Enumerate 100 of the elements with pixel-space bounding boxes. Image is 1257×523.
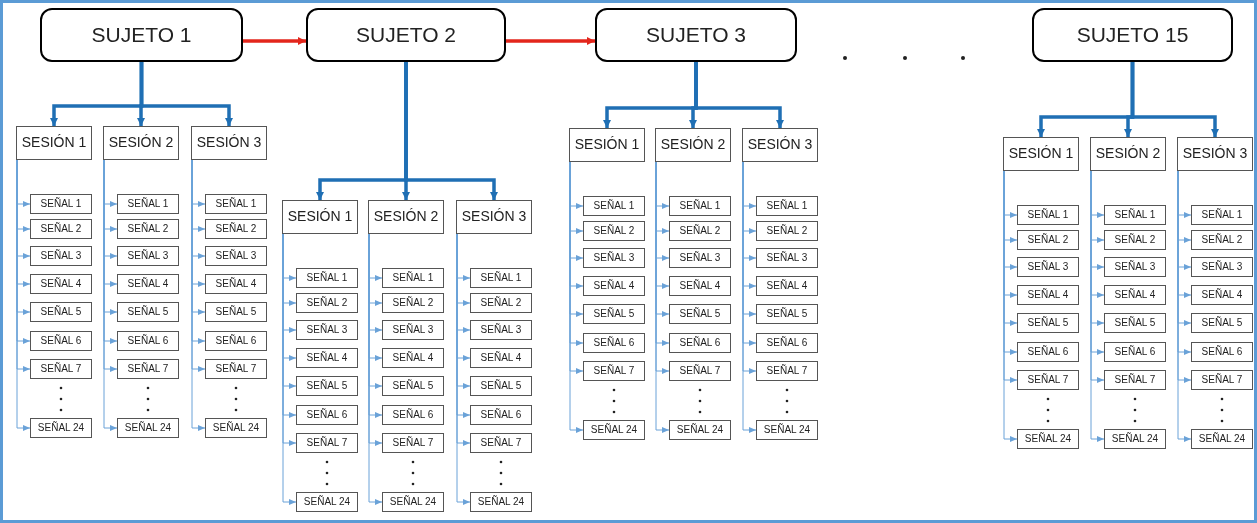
connector-arrow <box>694 62 784 128</box>
signal-box: SEÑAL 1 <box>30 194 92 214</box>
signal-box: SEÑAL 5 <box>1017 313 1079 333</box>
signal-box: SEÑAL 2 <box>470 293 532 313</box>
signal-box: SEÑAL 2 <box>30 219 92 239</box>
signal-box: SEÑAL 3 <box>382 320 444 340</box>
signal-box: SEÑAL 5 <box>382 376 444 396</box>
signal-box: SEÑAL 3 <box>669 248 731 268</box>
session-box: SESIÓN 3 <box>1177 137 1253 171</box>
session-box: SESIÓN 2 <box>1090 137 1166 171</box>
signal-box: SEÑAL 24 <box>296 492 358 512</box>
session-box: SESIÓN 2 <box>655 128 731 162</box>
signal-box: SEÑAL 7 <box>583 361 645 381</box>
signal-box: SEÑAL 24 <box>117 418 179 438</box>
signal-box: SEÑAL 4 <box>756 276 818 296</box>
subject-box: SUJETO 2 <box>306 8 506 62</box>
signal-box: SEÑAL 6 <box>470 405 532 425</box>
connector-arrow <box>243 37 306 45</box>
signal-box: SEÑAL 1 <box>117 194 179 214</box>
connector-arrow <box>103 159 118 431</box>
signal-box: SEÑAL 4 <box>296 348 358 368</box>
signal-box: SEÑAL 1 <box>583 196 645 216</box>
connector-arrow <box>191 159 206 431</box>
signal-box: SEÑAL 7 <box>30 359 92 379</box>
signal-box: SEÑAL 5 <box>1191 313 1253 333</box>
signal-box: SEÑAL 6 <box>669 333 731 353</box>
signal-box: SEÑAL 7 <box>117 359 179 379</box>
signal-box: SEÑAL 4 <box>382 348 444 368</box>
signal-box: SEÑAL 5 <box>669 304 731 324</box>
session-box: SESIÓN 3 <box>191 126 267 160</box>
signal-box: SEÑAL 7 <box>1104 370 1166 390</box>
signal-box: SEÑAL 24 <box>30 418 92 438</box>
session-box: SESIÓN 3 <box>742 128 818 162</box>
signal-box: SEÑAL 6 <box>1191 342 1253 362</box>
signal-box: SEÑAL 3 <box>470 320 532 340</box>
signal-box: SEÑAL 3 <box>756 248 818 268</box>
signal-box: SEÑAL 24 <box>669 420 731 440</box>
signal-box: SEÑAL 2 <box>1191 230 1253 250</box>
signal-box: SEÑAL 4 <box>30 274 92 294</box>
signal-box: SEÑAL 1 <box>1104 205 1166 225</box>
signal-box: SEÑAL 6 <box>205 331 267 351</box>
signal-box: SEÑAL 3 <box>583 248 645 268</box>
connector-arrow <box>139 62 233 126</box>
signal-box: SEÑAL 24 <box>1104 429 1166 449</box>
signal-box: SEÑAL 24 <box>583 420 645 440</box>
signal-box: SEÑAL 7 <box>296 433 358 453</box>
connector-arrow <box>16 159 31 431</box>
connector-arrow <box>506 37 595 45</box>
signal-box: SEÑAL 7 <box>756 361 818 381</box>
signal-box: SEÑAL 6 <box>1017 342 1079 362</box>
signal-box: SEÑAL 1 <box>382 268 444 288</box>
signal-box: SEÑAL 5 <box>756 304 818 324</box>
session-box: SESIÓN 1 <box>569 128 645 162</box>
signal-box: SEÑAL 4 <box>583 276 645 296</box>
signal-box: SEÑAL 7 <box>669 361 731 381</box>
connector-arrow <box>282 233 297 505</box>
signal-box: SEÑAL 1 <box>470 268 532 288</box>
session-box: SESIÓN 2 <box>103 126 179 160</box>
signal-box: SEÑAL 4 <box>117 274 179 294</box>
signal-box: SEÑAL 6 <box>583 333 645 353</box>
signal-box: SEÑAL 6 <box>382 405 444 425</box>
connector-arrow <box>1003 170 1018 442</box>
connector-arrow <box>456 233 471 505</box>
signal-box: SEÑAL 3 <box>117 246 179 266</box>
signal-box: SEÑAL 2 <box>1017 230 1079 250</box>
signal-box: SEÑAL 5 <box>296 376 358 396</box>
signal-box: SEÑAL 3 <box>30 246 92 266</box>
signal-box: SEÑAL 4 <box>1017 285 1079 305</box>
signal-box: SEÑAL 5 <box>583 304 645 324</box>
signal-box: SEÑAL 1 <box>669 196 731 216</box>
signal-box: SEÑAL 7 <box>205 359 267 379</box>
session-box: SESIÓN 3 <box>456 200 532 234</box>
signal-box: SEÑAL 24 <box>756 420 818 440</box>
signal-box: SEÑAL 4 <box>470 348 532 368</box>
signal-box: SEÑAL 5 <box>117 302 179 322</box>
signal-box: SEÑAL 6 <box>1104 342 1166 362</box>
signal-box: SEÑAL 24 <box>382 492 444 512</box>
signal-box: SEÑAL 1 <box>756 196 818 216</box>
connector-arrow <box>1130 62 1219 137</box>
connector-arrow <box>1090 170 1105 442</box>
signal-box: SEÑAL 4 <box>1104 285 1166 305</box>
signal-box: SEÑAL 2 <box>669 221 731 241</box>
signal-box: SEÑAL 6 <box>756 333 818 353</box>
session-box: SESIÓN 1 <box>1003 137 1079 171</box>
signal-box: SEÑAL 1 <box>1191 205 1253 225</box>
signal-box: SEÑAL 4 <box>669 276 731 296</box>
connector-arrow <box>1177 170 1192 442</box>
signal-box: SEÑAL 7 <box>382 433 444 453</box>
subject-box: SUJETO 3 <box>595 8 797 62</box>
signal-box: SEÑAL 24 <box>1191 429 1253 449</box>
signal-box: SEÑAL 3 <box>205 246 267 266</box>
signal-box: SEÑAL 5 <box>30 302 92 322</box>
connector-arrow <box>404 62 498 200</box>
session-box: SESIÓN 2 <box>368 200 444 234</box>
signal-box: SEÑAL 5 <box>470 376 532 396</box>
subject-box: SUJETO 15 <box>1032 8 1233 62</box>
signal-box: SEÑAL 24 <box>470 492 532 512</box>
signal-box: SEÑAL 24 <box>1017 429 1079 449</box>
signal-box: SEÑAL 2 <box>205 219 267 239</box>
subject-box: SUJETO 1 <box>40 8 243 62</box>
